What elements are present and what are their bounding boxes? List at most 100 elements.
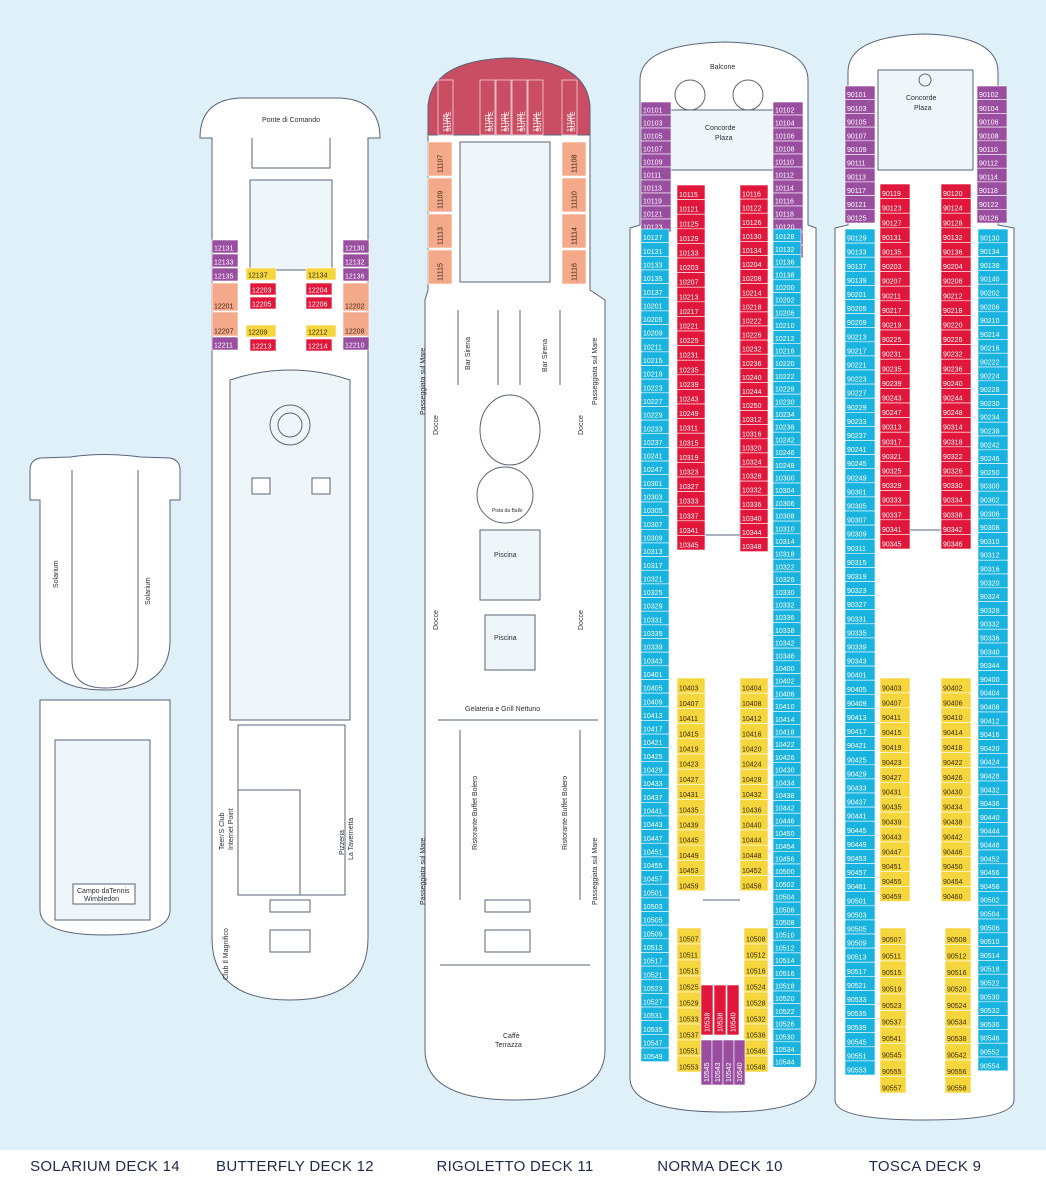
rigoletto-deck-label: RIGOLETTO DECK 11 <box>436 1158 594 1175</box>
cabin-12136-box[interactable] <box>342 267 370 282</box>
cabin-10418-label: 10418 <box>775 730 795 737</box>
cabin-90533-label: 90533 <box>847 997 867 1004</box>
cabin-10427-label: 10427 <box>679 777 699 784</box>
cabin-90216-label: 90216 <box>980 346 1000 353</box>
cabin-11103-box[interactable] <box>511 79 528 136</box>
cabin-90442-label: 90442 <box>943 834 963 841</box>
cabin-11105-box[interactable] <box>437 79 454 136</box>
cabin-11101-box[interactable] <box>479 79 496 136</box>
cabin-10539-box[interactable] <box>700 984 714 1036</box>
cabin-90553-box[interactable] <box>844 1060 876 1076</box>
cabin-12137-box[interactable] <box>245 267 277 281</box>
cabin-10504-label: 10504 <box>775 895 795 902</box>
cabin-90409-label: 90409 <box>847 701 867 708</box>
cabin-10324-label: 10324 <box>742 460 762 467</box>
gelateria-label: Gelateria e Grill Nettuno <box>465 706 540 713</box>
cabin-10305-label: 10305 <box>643 508 663 515</box>
cabin-90346-box[interactable] <box>940 534 972 550</box>
cabin-10435-label: 10435 <box>679 807 699 814</box>
cabin-10441-label: 10441 <box>643 808 663 815</box>
cabin-10540-label: 10540 <box>731 1012 738 1032</box>
cabin-10220-label: 10220 <box>775 361 795 368</box>
cabin-12131-box[interactable] <box>211 239 239 254</box>
cabin-90501-label: 90501 <box>847 898 867 905</box>
cabin-90207-label: 90207 <box>882 279 902 286</box>
cabin-10505-label: 10505 <box>643 918 663 925</box>
cabin-12201-box[interactable] <box>211 282 239 312</box>
cabin-12212-box[interactable] <box>305 324 337 338</box>
cabin-11116-box[interactable] <box>561 249 587 285</box>
cabin-90523-label: 90523 <box>882 1003 902 1010</box>
cabin-12202-box[interactable] <box>342 282 370 312</box>
cabin-90444-label: 90444 <box>980 829 1000 836</box>
cabin-90227-label: 90227 <box>847 391 867 398</box>
cabin-11107-box[interactable] <box>427 141 453 177</box>
cabin-10101-label: 10101 <box>643 108 663 115</box>
cabin-90460-box[interactable] <box>940 886 972 902</box>
cabin-10122-label: 10122 <box>742 206 762 213</box>
cabin-11106-box[interactable] <box>561 79 578 136</box>
cabin-90332-label: 90332 <box>980 622 1000 629</box>
cabin-12135-box[interactable] <box>211 267 239 282</box>
norma-deck: Balcone Concorde Plaza 10101101031010510… <box>629 41 817 1113</box>
cabin-12206-box[interactable] <box>305 296 333 310</box>
cabin-11110-box[interactable] <box>561 177 587 213</box>
cabin-12133-box[interactable] <box>211 253 239 268</box>
butterfly-deck: Ponte di Comando Teen'S Club Internet Po… <box>199 97 381 1001</box>
cabin-90459-box[interactable] <box>879 886 911 902</box>
cabin-90536-label: 90536 <box>980 1022 1000 1029</box>
cabin-90504-label: 90504 <box>980 912 1000 919</box>
cabin-10135-label: 10135 <box>643 276 663 283</box>
cabin-10348-box[interactable] <box>739 537 769 552</box>
cabin-10549-label: 10549 <box>643 1054 663 1061</box>
cabin-10412-label: 10412 <box>742 716 762 723</box>
cabin-90320-label: 90320 <box>980 580 1000 587</box>
cabin-10447-label: 10447 <box>643 836 663 843</box>
cabin-10508-label: 10508 <box>746 937 766 944</box>
cabin-11104-box[interactable] <box>527 79 544 136</box>
cabin-90126-box[interactable] <box>976 209 1008 224</box>
cabin-12209-box[interactable] <box>245 324 277 338</box>
cabin-90345-box[interactable] <box>879 534 911 550</box>
cabin-11109-box[interactable] <box>427 177 453 213</box>
cabin-11115-box[interactable] <box>427 249 453 285</box>
cabin-10401-label: 10401 <box>643 672 663 679</box>
cabin-12211-box[interactable] <box>211 336 239 351</box>
cabin-12132-box[interactable] <box>342 253 370 268</box>
internet-point-label: Internet Point <box>228 808 235 850</box>
cabin-10540-box[interactable] <box>733 1039 746 1086</box>
cabin-90125-box[interactable] <box>844 209 876 224</box>
cabin-12207-box[interactable] <box>211 311 239 337</box>
cabin-90434-label: 90434 <box>943 805 963 812</box>
cabin-11102-box[interactable] <box>495 79 512 136</box>
cabin-12213-box[interactable] <box>249 338 277 352</box>
cabin-12204-box[interactable] <box>305 282 333 296</box>
cabin-10544-box[interactable] <box>772 1054 802 1068</box>
cabin-12205-box[interactable] <box>249 296 277 310</box>
cabin-12208-box[interactable] <box>342 311 370 337</box>
cabin-90546-label: 90546 <box>980 1036 1000 1043</box>
cabin-90557-box[interactable] <box>879 1076 907 1094</box>
cabin-10459-box[interactable] <box>676 875 706 892</box>
cabin-10131-label: 10131 <box>643 249 663 256</box>
cabin-10540-box[interactable] <box>726 984 740 1036</box>
cabin-12203-box[interactable] <box>249 282 277 296</box>
cabin-10319-label: 10319 <box>679 455 699 462</box>
tosca-plaza-2: Plaza <box>914 105 932 112</box>
cabin-11114-box[interactable] <box>561 213 587 249</box>
cabin-11108-box[interactable] <box>561 141 587 177</box>
cabin-12130-box[interactable] <box>342 239 370 254</box>
cabin-90439-label: 90439 <box>882 820 902 827</box>
cabin-90558-box[interactable] <box>944 1076 972 1094</box>
cabin-10458-box[interactable] <box>739 875 769 892</box>
cabin-10549-box[interactable] <box>640 1047 670 1062</box>
cabin-10345-box[interactable] <box>676 535 706 551</box>
cabin-90400-label: 90400 <box>980 677 1000 684</box>
cabin-12214-box[interactable] <box>305 338 333 352</box>
cabin-10308-label: 10308 <box>775 514 795 521</box>
cabin-90554-box[interactable] <box>977 1056 1009 1072</box>
cabin-10538-box[interactable] <box>713 984 727 1036</box>
cabin-12210-box[interactable] <box>342 336 370 351</box>
cabin-12134-box[interactable] <box>305 267 337 281</box>
cabin-11113-box[interactable] <box>427 213 453 249</box>
